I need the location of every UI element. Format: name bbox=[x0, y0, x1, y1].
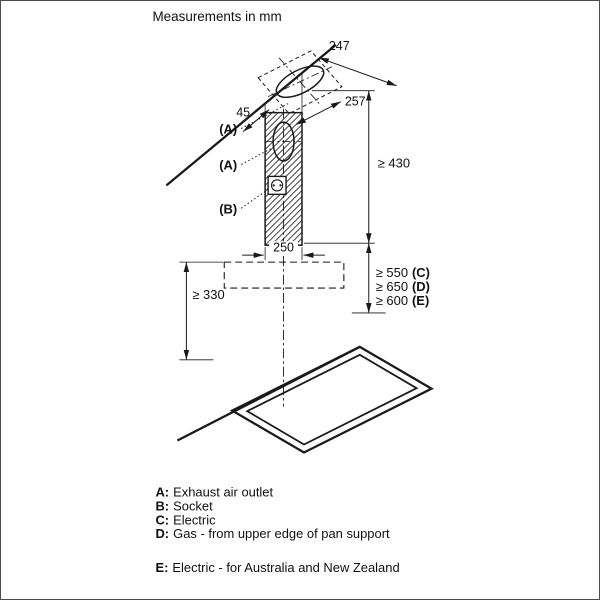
callouts: (A) (A) (B) bbox=[219, 103, 289, 216]
hood-outline bbox=[223, 261, 345, 289]
legend-item-b: B: Socket bbox=[155, 498, 213, 513]
dim-label-250-backing bbox=[269, 241, 299, 255]
dim-ref-anz: (E) bbox=[412, 293, 429, 308]
dimension-min-side-clearance: ≥ 330 bbox=[179, 261, 225, 361]
dim-value-gas: ≥ 650 bbox=[376, 279, 408, 294]
callout-exhaust-wall: (A) bbox=[219, 157, 237, 172]
counter-outline-inner bbox=[245, 353, 419, 446]
leader-socket bbox=[240, 188, 269, 209]
legend-text-e: Electric - for Australia and New Zealand bbox=[172, 560, 399, 575]
legend-item-c: C: Electric bbox=[155, 512, 216, 527]
dim-label-247: 247 bbox=[329, 39, 350, 53]
dim-label-257: 257 bbox=[345, 95, 366, 109]
legend-text-c: Electric bbox=[173, 512, 216, 527]
dim-label-430: ≥ 430 bbox=[378, 155, 410, 170]
legend-text-d: Gas - from upper edge of pan support bbox=[173, 526, 390, 541]
socket-box bbox=[267, 175, 287, 196]
legend-key-a: A: bbox=[155, 484, 169, 499]
leader-exhaust-ceiling bbox=[240, 103, 289, 130]
dim-label-45: 45 bbox=[236, 106, 250, 120]
legend-item-d: D: Gas - from upper edge of pan support bbox=[155, 526, 390, 541]
dimension-duct-cutout-width: 250 bbox=[242, 241, 325, 261]
wall-duct bbox=[264, 108, 303, 407]
ceiling-outlet-axis-1 bbox=[267, 66, 333, 98]
counter-outline-outer bbox=[229, 345, 434, 454]
callout-exhaust-ceiling: (A) bbox=[219, 122, 237, 137]
legend-key-e: E: bbox=[155, 560, 168, 575]
legend-key-d: D: bbox=[155, 526, 169, 541]
dim-value-anz: ≥ 600 bbox=[376, 293, 408, 308]
legend-text-b: Socket bbox=[173, 498, 213, 513]
dim-label-330: ≥ 330 bbox=[192, 287, 224, 302]
dim-line-257 bbox=[295, 101, 342, 126]
counter-top bbox=[176, 345, 434, 454]
dim-ref-electric: (C) bbox=[412, 265, 430, 280]
page-title: Measurements in mm bbox=[152, 9, 281, 24]
socket-pin-right bbox=[279, 184, 282, 187]
dimension-ceiling-offset: 45 bbox=[236, 106, 270, 132]
dim-line-247 bbox=[318, 57, 397, 87]
dimension-outlet-width: 247 bbox=[318, 39, 397, 87]
ceiling-cutout-outline bbox=[257, 50, 343, 115]
dim-label-electric: ≥ 550 (C) bbox=[376, 265, 430, 280]
legend-item-e: E: Electric - for Australia and New Zeala… bbox=[155, 560, 399, 575]
legend-key-b: B: bbox=[155, 498, 169, 513]
callout-socket: (B) bbox=[219, 201, 237, 216]
legend-item-a: A: Exhaust air outlet bbox=[155, 484, 273, 499]
dimension-min-chimney-height: ≥ 430 bbox=[303, 90, 410, 244]
dim-value-electric: ≥ 550 bbox=[376, 265, 408, 280]
dimension-min-hob-distance: ≥ 550 (C) ≥ 650 (D) ≥ 600 (E) bbox=[351, 243, 430, 314]
dim-label-gas: ≥ 650 (D) bbox=[376, 279, 430, 294]
socket-pin-left bbox=[272, 184, 275, 187]
socket-symbol bbox=[267, 175, 287, 196]
dimension-outlet-depth: 257 bbox=[295, 95, 366, 126]
legend-key-c: C: bbox=[155, 512, 169, 527]
socket-circle bbox=[270, 179, 284, 192]
dim-ref-gas: (D) bbox=[412, 279, 430, 294]
dim-label-250: 250 bbox=[273, 241, 294, 255]
dim-label-anz: ≥ 600 (E) bbox=[376, 293, 430, 308]
ceiling-outlet-axis-2 bbox=[278, 57, 322, 106]
legend-text-a: Exhaust air outlet bbox=[173, 484, 273, 499]
legend: A: Exhaust air outlet B: Socket C: Electric… bbox=[155, 484, 399, 575]
